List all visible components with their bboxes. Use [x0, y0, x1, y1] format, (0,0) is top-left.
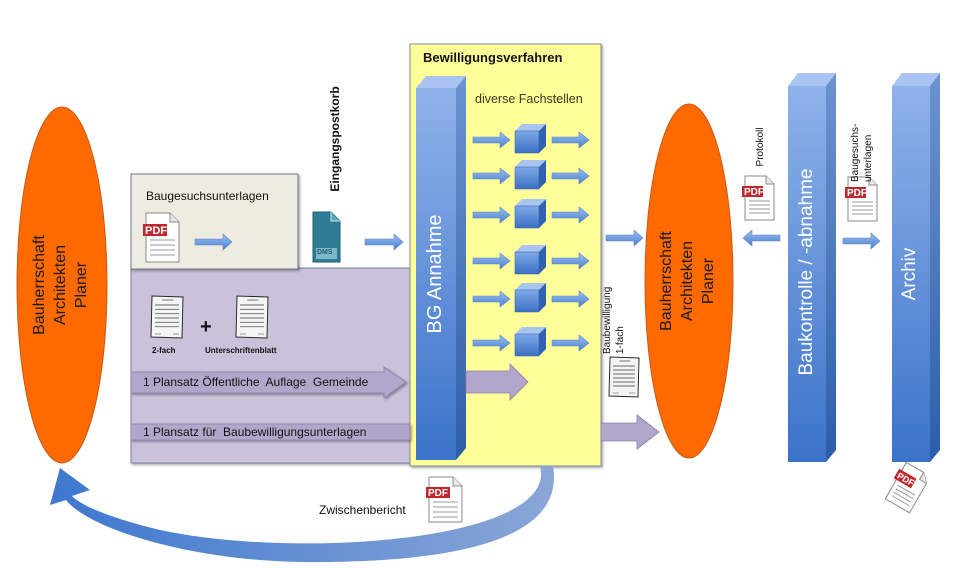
- plus-sign: +: [200, 316, 212, 338]
- department-row: [472, 327, 590, 357]
- stakeholder-right-ellipse: [644, 103, 734, 459]
- department-cube-icon: [514, 124, 546, 154]
- departments-label: diverse Fachstellen: [475, 92, 583, 106]
- department-out-arrow: [551, 334, 590, 352]
- plan-permit-label: 1 Plansatz für Baubewilligungsunterlagen: [143, 425, 367, 439]
- archive-docs-label: Baugesuchs- unterlagen: [850, 123, 874, 182]
- permit-label: Baubewilligung 1-fach: [602, 286, 626, 354]
- arrow-submission-to-inbox: [194, 233, 233, 251]
- pdf-label: PDF: [145, 225, 167, 237]
- department-row: [472, 245, 590, 275]
- arrow-permit-to-stakeholder: [600, 414, 660, 450]
- archive-bar: [892, 73, 940, 462]
- arrow-inspection-to-archive: [842, 232, 881, 250]
- pdf-icon-archive-docs: PDF: [845, 176, 878, 222]
- dms-label: DMS: [317, 249, 333, 256]
- department-out-arrow: [551, 131, 590, 149]
- department-cube-icon: [514, 199, 546, 229]
- department-in-arrow: [472, 167, 511, 185]
- return-curve-arrow: [50, 466, 555, 563]
- department-row: [472, 124, 590, 154]
- inspection-label: Baukontrolle / -abnahme: [796, 168, 817, 376]
- pdf-icon-archive-tilted: PDF: [884, 461, 928, 514]
- department-out-arrow: [551, 206, 590, 224]
- arrow-plan-public: [130, 366, 407, 399]
- inspection-bar: [788, 73, 836, 462]
- interim-label: Zwischenbericht: [319, 503, 406, 517]
- submission-title: Baugesuchsunterlagen: [146, 189, 269, 203]
- arrow-inbox-to-intake: [364, 233, 404, 251]
- dms-icon: [312, 211, 341, 263]
- pdf-icon-interim: PDF: [426, 476, 463, 523]
- department-in-arrow: [472, 206, 511, 224]
- pdf-label: PDF: [744, 187, 764, 198]
- signature-label: Unterschriftenblatt: [205, 346, 277, 355]
- department-rows: [472, 124, 590, 357]
- pdf-label: PDF: [428, 488, 448, 499]
- arrow-procedure-to-stakeholder: [605, 229, 644, 247]
- department-cube-icon: [514, 327, 546, 357]
- department-in-arrow: [472, 334, 511, 352]
- department-cube-icon: [514, 160, 546, 190]
- archive-label: Archiv: [899, 247, 920, 301]
- arrow-inspection-to-stakeholder: [742, 229, 781, 247]
- arrow-plan-permit: [130, 423, 411, 441]
- procedure-title: Bewilligungsverfahren: [423, 50, 563, 65]
- intake-label: BG Annahme: [424, 214, 446, 334]
- stakeholder-right-label: Bauherrschaft Architekten Planer: [658, 231, 717, 331]
- inbox-label: Eingangspostkorb: [328, 86, 342, 192]
- protocol-label: Protokoll: [755, 127, 766, 167]
- paper-document-icon-copies: [150, 295, 184, 339]
- copies-label: 2-fach: [152, 346, 176, 355]
- department-in-arrow: [472, 131, 511, 149]
- department-out-arrow: [551, 252, 590, 270]
- paper-document-icon-signature: [235, 295, 269, 339]
- intake-bar: [416, 76, 466, 460]
- pdf-icon-submission: PDF: [143, 212, 180, 263]
- plan-public-label: 1 Plansatz Öffentliche Auflage Gemeinde: [143, 375, 369, 389]
- department-row: [472, 160, 590, 190]
- arrow-intake-lavender: [465, 363, 529, 401]
- stakeholder-left-label: Bauherrschaft Architekten Planer: [31, 235, 90, 335]
- paper-document-icon-permit: [608, 356, 640, 398]
- department-out-arrow: [551, 167, 590, 185]
- pdf-label: PDF: [847, 188, 867, 199]
- department-row: [472, 283, 590, 313]
- department-cube-icon: [514, 283, 546, 313]
- department-in-arrow: [472, 290, 511, 308]
- department-row: [472, 199, 590, 229]
- pdf-icon-protocol: PDF: [742, 175, 775, 221]
- department-cube-icon: [514, 245, 546, 275]
- stakeholder-left-ellipse: [16, 106, 108, 464]
- department-out-arrow: [551, 290, 590, 308]
- department-in-arrow: [472, 252, 511, 270]
